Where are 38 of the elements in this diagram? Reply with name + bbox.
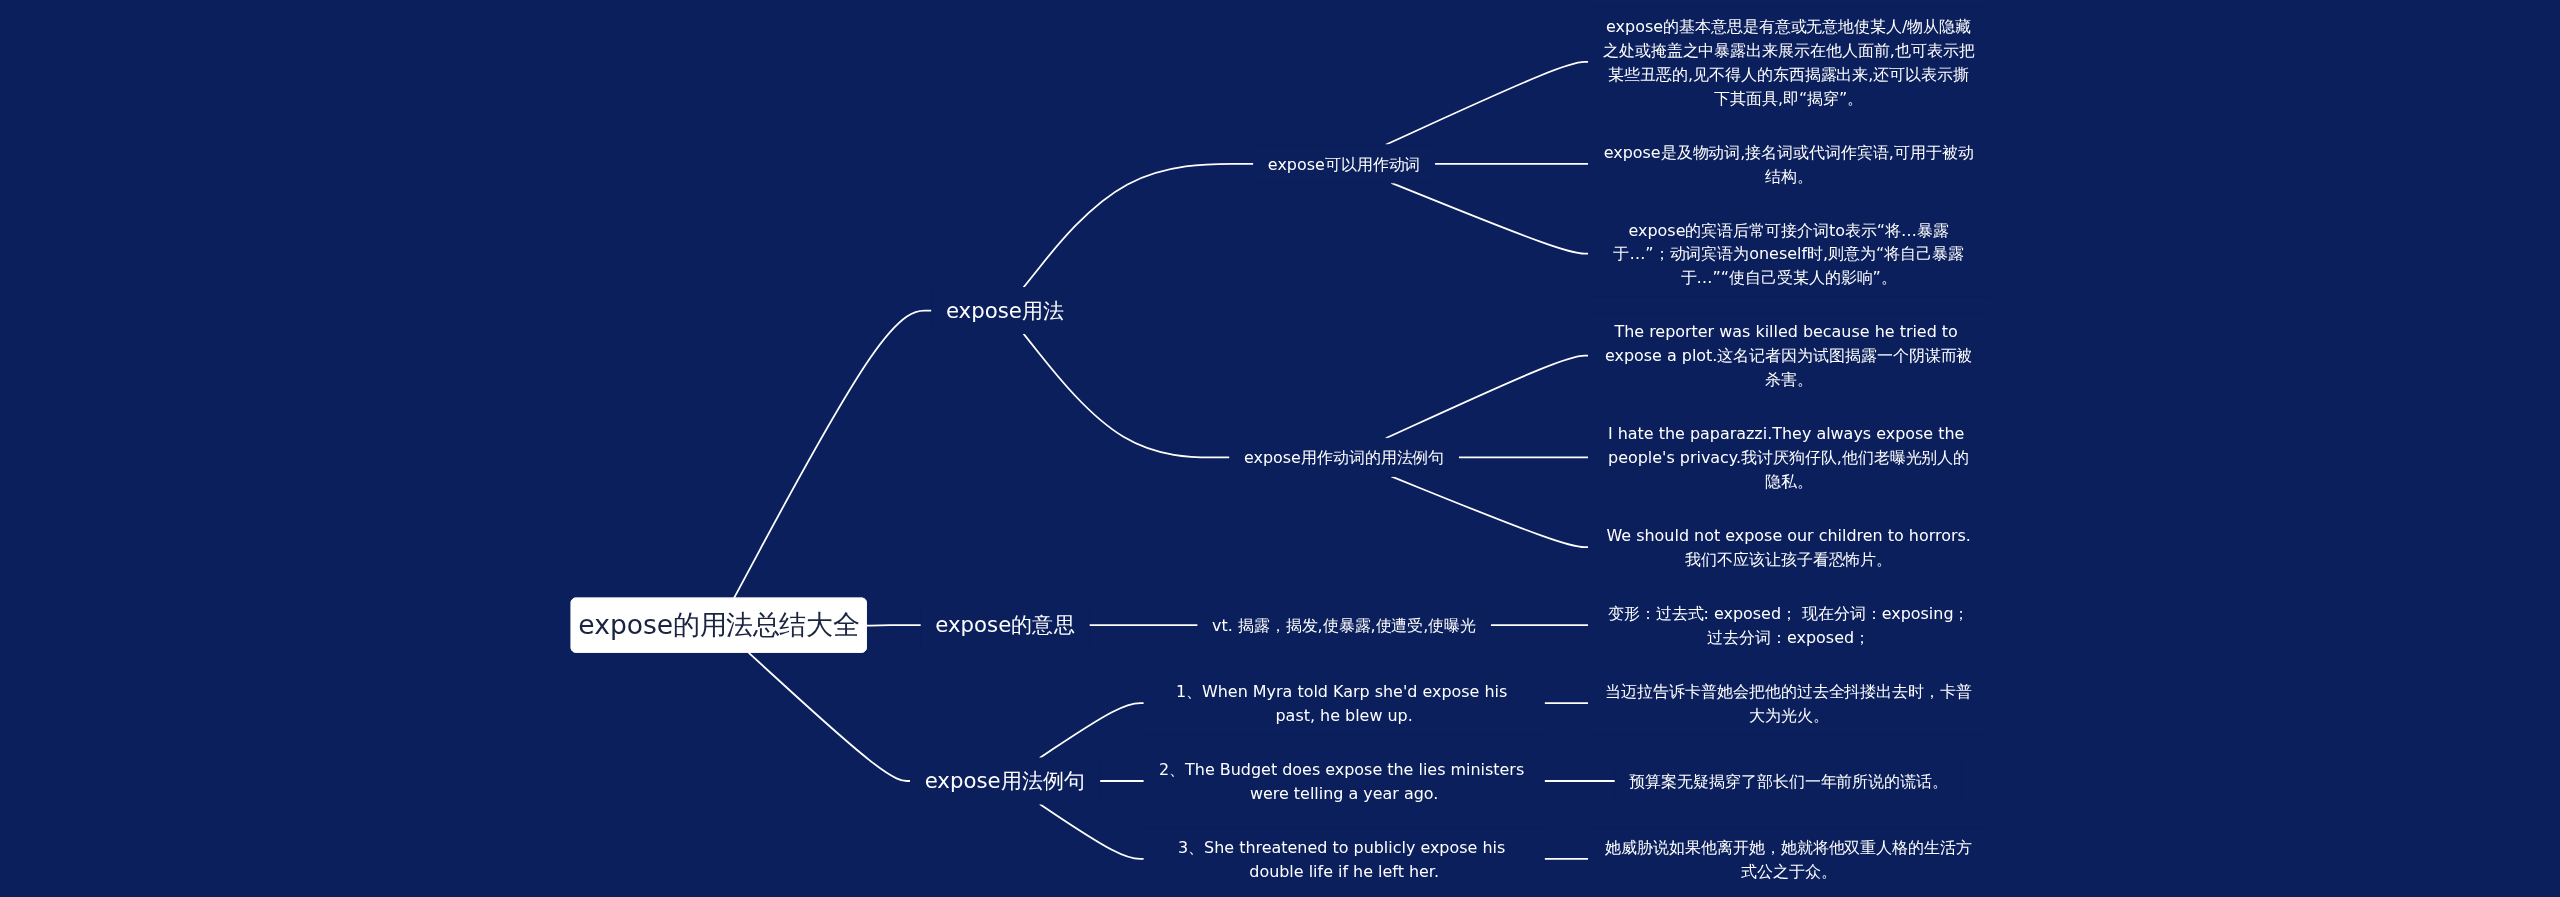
connector [1543, 702, 1590, 704]
node-text: 2、The Budget does expose the lies ministers were telling a year ago. [1159, 759, 1525, 803]
connector [1088, 624, 1199, 627]
node-text: vt. 揭露，揭发,使暴露,使遭受,使曝光 [1212, 615, 1477, 635]
node-text: 变形：过去式: exposed； 现在分词：exposing；过去分词：exposed； [1607, 603, 1970, 647]
connector [1433, 162, 1590, 165]
connector [747, 651, 912, 782]
connector [1038, 803, 1145, 860]
connector [1022, 162, 1255, 289]
node-text: We should not expose our children to horrors.我们不应该让孩子看恐怖片。 [1606, 525, 1971, 569]
node-text: 预算案无疑揭穿了部长们一年前所说的谎话。 [1629, 771, 1949, 791]
connector [865, 624, 922, 627]
connector [1038, 702, 1145, 759]
node-text: expose的意思 [935, 612, 1075, 638]
connector [1543, 858, 1590, 860]
connector [1390, 475, 1590, 549]
connector [1457, 456, 1590, 459]
node-text: expose的基本意思是有意或无意地使某人/物从隐藏之处或掩盖之中暴露出来展示在他人面前,也可表示把某些丑恶的,见不得人的东西揭露出来,还可以表示撕下其面具,即“揭穿”。 [1602, 16, 1975, 108]
node-text: 1、When Myra told Karp she'd expose his past, he blew up. [1175, 681, 1508, 725]
node-text: 当迈拉告诉卡普她会把他的过去全抖搂出去时，卡普大为光火。 [1605, 681, 1972, 725]
node-text: expose是及物动词,接名词或代词作宾语,可用于被动结构。 [1603, 142, 1974, 186]
connector [1384, 61, 1590, 146]
node-text: expose用作动词的用法例句 [1243, 448, 1445, 467]
node-text: 她威胁说如果他离开她，她就将他双重人格的生活方式公之于众。 [1605, 837, 1972, 881]
connector [1022, 332, 1231, 459]
connector [1489, 624, 1590, 627]
node-text: expose用法 [945, 298, 1065, 323]
node-text: expose用法例句 [924, 768, 1086, 794]
connector [1098, 780, 1145, 782]
connector [1543, 780, 1616, 782]
connector [1384, 354, 1590, 440]
connector [1390, 181, 1590, 255]
node-text: expose的宾语后常可接介词to表示“将…暴露于…”；动词宾语为oneself时,则意为“将自己暴露于…”“使自己受某人的影响”。 [1613, 220, 1964, 287]
connector [732, 309, 933, 600]
node-text: I hate the paparazzi.They always expose the people's privacy.我讨厌狗仔队,他们老曝光别人的隐私。 [1607, 424, 1970, 491]
node-text: The reporter was killed because he tried to expose a plot.这名记者因为试图揭露一个阴谋而被杀害。 [1604, 322, 1973, 389]
node-text: expose可以用作动词 [1267, 154, 1421, 174]
node-text: 3、She threatened to publicly expose his double life if he left her. [1178, 837, 1506, 881]
